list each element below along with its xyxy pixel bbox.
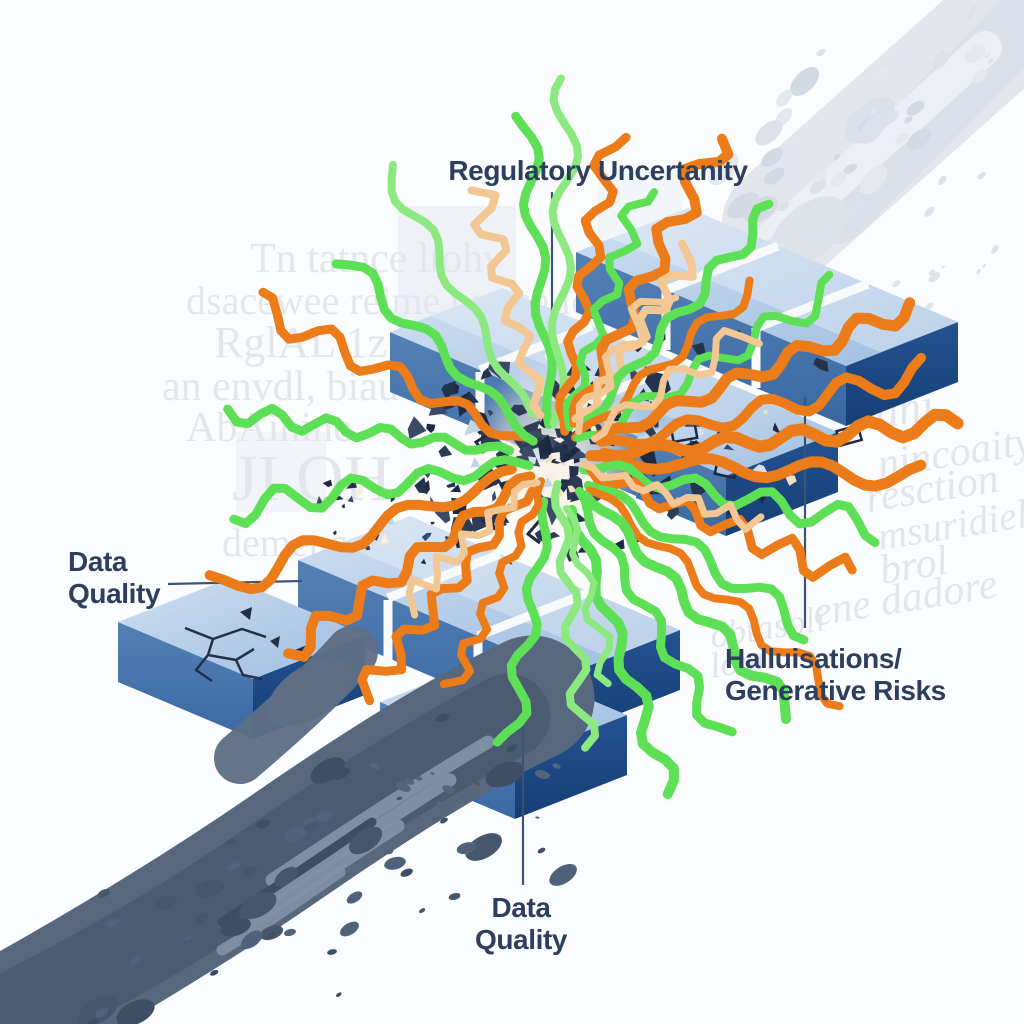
label-data-quality-left-line1: Data <box>68 546 128 577</box>
label-data-quality-bottom-line2: Quality <box>475 924 568 955</box>
labels: Regulatory Uncertanity Data Quality Hall… <box>68 155 946 955</box>
label-hallucinations-line2: Generative Risks <box>725 675 946 706</box>
label-data-quality-bottom-line1: Data <box>491 892 551 923</box>
tendril-layer <box>204 74 964 800</box>
svg-text:brol: brol <box>876 538 951 594</box>
label-hallucinations-line1: Halluisations/ <box>725 643 902 674</box>
label-regulatory-uncertainty: Regulatory Uncertanity <box>448 155 748 186</box>
stream-droplets <box>78 713 577 1024</box>
dissolve-stream <box>0 626 595 1024</box>
label-data-quality-left-line2: Quality <box>68 578 161 609</box>
